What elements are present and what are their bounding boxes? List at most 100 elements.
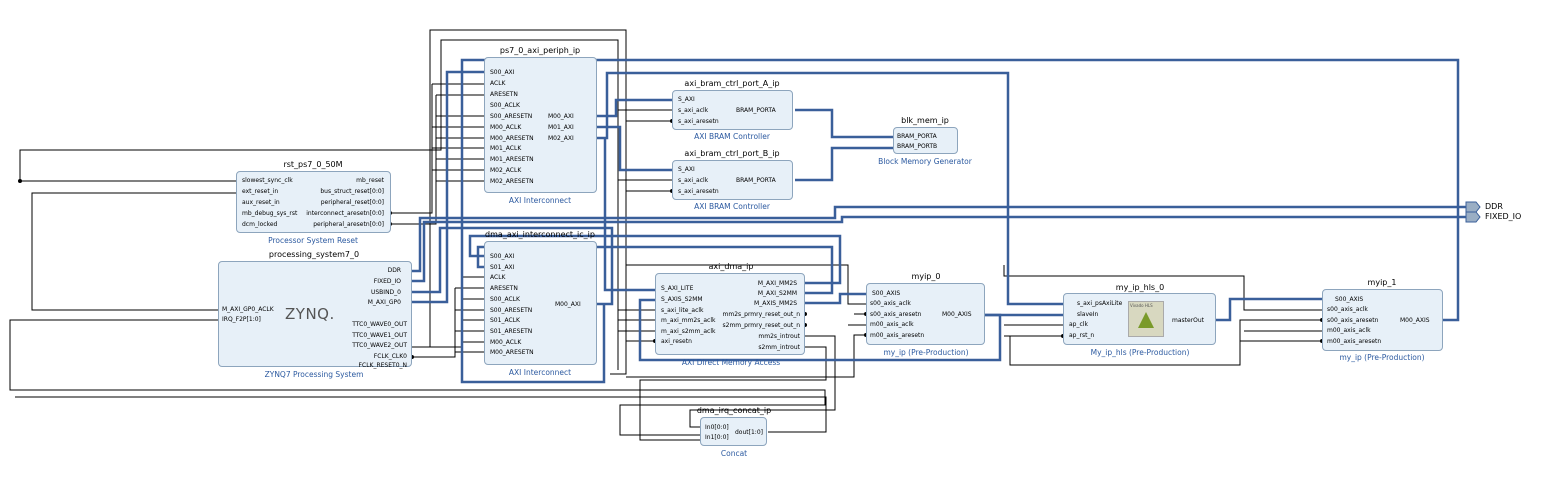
pin[interactable]: ACLK [490, 80, 506, 87]
pin[interactable]: M00_ACLK [490, 339, 522, 346]
pin[interactable]: s_axi_aclk [678, 107, 709, 114]
bus-dma-ic-ps [412, 226, 614, 306]
pin[interactable]: masterOut [1172, 317, 1205, 324]
pin[interactable]: s_axi_aclk [678, 177, 709, 184]
pin[interactable]: TTC0_WAVE2_OUT [352, 342, 407, 349]
pin[interactable]: USBIND_0 [370, 289, 401, 296]
pin[interactable]: S00_ARESETN [490, 113, 533, 120]
pin[interactable]: s00_axis_aclk [1327, 306, 1368, 313]
pin[interactable]: M00_ARESETN [490, 135, 534, 142]
block-title: blk_mem_ip [901, 116, 949, 125]
pin[interactable]: S_AXI [678, 166, 695, 173]
pin[interactable]: FCLK_RESET0_N [358, 362, 407, 369]
pin[interactable]: S01_AXI [490, 264, 515, 271]
pin[interactable]: mb_reset [356, 177, 384, 184]
pin[interactable]: FCLK_CLK0 [373, 353, 407, 360]
pin[interactable]: In0[0:0] [705, 424, 729, 431]
pin[interactable]: slowest_sync_clk [242, 177, 293, 184]
pin[interactable]: S00_AXI [490, 253, 515, 260]
pin[interactable]: TTC0_WAVE1_OUT [352, 332, 407, 339]
pin[interactable]: ARESETN [490, 91, 518, 98]
pin[interactable]: M_AXI_S2MM [757, 290, 797, 297]
net-myip1-clk [1240, 330, 1322, 342]
pin[interactable]: peripheral_aresetn[0:0] [313, 221, 384, 228]
pin[interactable]: s_axi_psAxiLite [1077, 300, 1123, 307]
pin[interactable]: M_AXIS_MM2S [754, 300, 797, 307]
pin[interactable]: m_axi_s2mm_aclk [661, 328, 716, 335]
pin[interactable]: S00_AXIS [1335, 296, 1364, 303]
pin[interactable]: S_AXIS_S2MM [661, 296, 703, 303]
pin[interactable]: S_AXI [678, 96, 695, 103]
external-port-fixed-io[interactable]: FIXED_IO [1485, 212, 1522, 221]
pin[interactable]: FIXED_IO [373, 278, 401, 285]
pin[interactable]: mm2s_prmry_reset_out_n [722, 311, 801, 318]
pin[interactable]: ext_reset_in [242, 188, 279, 195]
pin[interactable]: BRAM_PORTB [897, 143, 938, 150]
pin[interactable]: s2mm_introut [758, 344, 800, 351]
pin[interactable]: bus_struct_reset[0:0] [320, 188, 384, 195]
external-port-ddr[interactable]: DDR [1485, 202, 1503, 211]
pin[interactable]: S00_ACLK [490, 296, 520, 303]
pin[interactable]: mm2s_introut [758, 333, 800, 340]
bus-gp0-periph [412, 70, 484, 304]
pin[interactable]: ap_rst_n [1069, 332, 1095, 339]
pin[interactable]: IRQ_F2P[1:0] [222, 316, 261, 323]
pin[interactable]: M00_ACLK [490, 124, 522, 131]
pin[interactable]: axi_resetn [661, 338, 692, 345]
pin[interactable]: M02_ARESETN [490, 178, 534, 185]
pin[interactable]: peripheral_reset[0:0] [320, 199, 384, 206]
block-title: dma_axi_interconnect_ic_ip [485, 230, 595, 239]
pin[interactable]: M00_ARESETN [490, 349, 534, 356]
pin[interactable]: slaveIn [1077, 311, 1099, 318]
pin[interactable]: ACLK [490, 274, 506, 281]
pin[interactable]: M01_AXI [548, 124, 574, 131]
pin[interactable]: dout[1:0] [735, 429, 763, 436]
pin[interactable]: s2mm_prmry_reset_out_n [722, 322, 801, 329]
pin[interactable]: S00_ARESETN [490, 307, 533, 314]
pin[interactable]: M00_AXI [548, 113, 574, 120]
pin[interactable]: TTC0_WAVE0_OUT [352, 321, 407, 328]
pin[interactable]: s00_axis_aclk [870, 300, 911, 307]
pin[interactable]: aux_reset_in [242, 199, 280, 206]
pin[interactable]: s00_axis_aresetn [870, 311, 922, 318]
pin[interactable]: interconnect_aresetn[0:0] [306, 210, 384, 217]
pin[interactable]: M_AXI_GP0_ACLK [222, 306, 274, 313]
pin[interactable]: ap_clk [1069, 321, 1088, 328]
pin[interactable]: m00_axis_aresetn [870, 332, 925, 339]
pin[interactable]: m_axi_mm2s_aclk [661, 317, 716, 324]
pin[interactable]: m00_axis_aclk [1327, 327, 1371, 334]
pin[interactable]: DDR [387, 267, 401, 274]
pin[interactable]: S01_ARESETN [490, 328, 533, 335]
pin[interactable]: M02_AXI [548, 135, 574, 142]
pin[interactable]: M00_AXI [555, 301, 581, 308]
pin[interactable]: s00_axis_aresetn [1327, 317, 1379, 324]
pin[interactable]: s_axi_aresetn [678, 118, 719, 125]
pin[interactable]: m00_axis_aresetn [1327, 338, 1382, 345]
pin[interactable]: mb_debug_sys_rst [242, 210, 298, 217]
pin[interactable]: M02_ACLK [490, 167, 522, 174]
zynq-logo: ZYNQ. [285, 305, 335, 323]
pin[interactable]: m00_axis_aclk [870, 321, 914, 328]
pin[interactable]: In1[0:0] [705, 434, 729, 441]
pin[interactable]: ARESETN [490, 285, 518, 292]
pin[interactable]: S00_AXIS [872, 290, 901, 297]
pin[interactable]: BRAM_PORTA [736, 177, 776, 184]
pin[interactable]: dcm_locked [242, 221, 278, 228]
pin[interactable]: M_AXI_GP0 [367, 299, 401, 306]
pin[interactable]: S_AXI_LITE [661, 285, 694, 292]
pin[interactable]: M01_ACLK [490, 145, 522, 152]
pin[interactable]: S00_AXI [490, 69, 515, 76]
pin[interactable]: s_axi_aresetn [678, 188, 719, 195]
pin[interactable]: s_axi_lite_aclk [661, 307, 704, 314]
pin[interactable]: BRAM_PORTA [736, 107, 776, 114]
pin[interactable]: M_AXI_MM2S [757, 280, 797, 287]
pin[interactable]: S00_ACLK [490, 102, 520, 109]
bus-periph-lite [603, 138, 655, 292]
net-ps7-left [31, 192, 236, 311]
pin[interactable]: M00_AXIS [1400, 317, 1430, 324]
pin[interactable]: BRAM_PORTA [897, 133, 937, 140]
pin[interactable]: M01_ARESETN [490, 156, 534, 163]
pin[interactable]: S01_ACLK [490, 317, 520, 324]
pin[interactable]: M00_AXIS [942, 311, 972, 318]
